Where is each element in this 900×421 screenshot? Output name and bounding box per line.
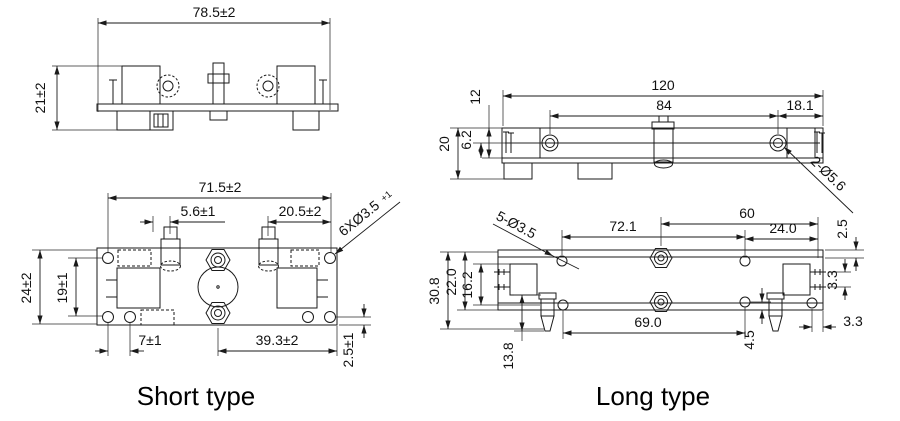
long-side-dimensions: 120 84 18.1 12 20 6.2 2-Ø5.6 bbox=[436, 77, 854, 214]
mounting-hole bbox=[324, 252, 336, 264]
connector-top-right bbox=[290, 249, 320, 267]
top-hex-nut bbox=[649, 248, 673, 268]
dim-center-to-edge: 39.3±2 bbox=[256, 332, 299, 348]
right-connector bbox=[292, 110, 320, 131]
note-short-holes-tolerance: +1 bbox=[379, 189, 394, 204]
mounting-hole bbox=[557, 299, 569, 311]
dim-left-hole-span: 72.1 bbox=[609, 218, 636, 234]
dim-hole-span: 84 bbox=[656, 97, 672, 113]
connector-bottom-left bbox=[140, 309, 175, 326]
short-side-dimensions: 78.5±2 21±2 bbox=[32, 4, 331, 131]
dim-short-bottom-height: 24±2 bbox=[18, 272, 34, 303]
left-sensor-block bbox=[509, 263, 538, 296]
dim-hole-depth: 6.2 bbox=[458, 130, 474, 150]
right-sensor-block bbox=[782, 263, 811, 296]
short-type-bottom-view bbox=[96, 226, 338, 326]
right-sensor-block bbox=[276, 65, 316, 105]
dim-hole-to-end: 18.1 bbox=[786, 97, 813, 113]
mounting-hole bbox=[739, 255, 751, 267]
mounting-hole bbox=[124, 311, 136, 323]
pcb-board bbox=[96, 247, 338, 326]
dim-short-width: 78.5±2 bbox=[193, 4, 236, 20]
bottom-nut bbox=[205, 302, 231, 324]
mounting-hole bbox=[769, 134, 787, 152]
dim-body-height: 22.0 bbox=[443, 268, 459, 295]
dim-barb-drop: 13.8 bbox=[500, 342, 516, 369]
dim-hole-pitch: 7±1 bbox=[138, 332, 161, 348]
short-bottom-dimensions: 71.5±2 5.6±1 20.5±2 6XØ3.5 +1 24±2 19±1 … bbox=[18, 179, 401, 367]
dim-hole-inset: 20.5±2 bbox=[279, 203, 322, 219]
dim-bottom-hole-span: 69.0 bbox=[634, 314, 661, 330]
connector-top-left bbox=[117, 249, 152, 267]
center-sensor-dome bbox=[197, 266, 239, 308]
left-trimmer-icon bbox=[156, 74, 180, 98]
left-connector bbox=[116, 110, 174, 131]
right-hose-barb bbox=[766, 292, 785, 300]
dim-overall-height: 20 bbox=[436, 136, 452, 152]
dim-pin-spacing: 3.3 bbox=[824, 270, 840, 290]
dim-short-bottom-width: 71.5±2 bbox=[199, 179, 242, 195]
dim-block-height: 16.2 bbox=[459, 271, 475, 298]
note-long-mount-holes: 2-Ø5.6 bbox=[808, 153, 850, 194]
mounting-hole bbox=[739, 296, 751, 308]
dim-top-edge-offset: 2.5 bbox=[834, 219, 850, 239]
mounting-hole bbox=[556, 255, 568, 267]
caption-long-type: Long type bbox=[596, 381, 710, 411]
long-type-bottom-view bbox=[494, 248, 826, 332]
mounting-hole bbox=[102, 252, 114, 264]
left-sensor-body bbox=[116, 267, 161, 309]
dim-hole-edge-offset: 4.5 bbox=[741, 330, 757, 350]
right-foot bbox=[577, 162, 613, 180]
short-type-side-view bbox=[96, 62, 339, 131]
mounting-hole bbox=[102, 311, 114, 323]
mounting-hole bbox=[302, 311, 314, 323]
manifold-body bbox=[497, 249, 824, 311]
dim-edge-margin: 2.5±1 bbox=[340, 332, 356, 367]
dim-long-overall-height: 30.8 bbox=[426, 277, 442, 304]
mounting-hole bbox=[541, 134, 559, 152]
right-trimmer-icon bbox=[256, 74, 280, 98]
dim-short-height: 21±2 bbox=[32, 82, 48, 113]
right-sensor-body bbox=[276, 267, 318, 309]
left-sensor-block bbox=[121, 65, 161, 105]
left-foot bbox=[503, 162, 533, 180]
left-hose-barb bbox=[538, 292, 557, 300]
base-plate bbox=[501, 157, 824, 164]
dim-rail-height: 12 bbox=[467, 89, 483, 105]
dim-right-span: 60 bbox=[739, 205, 755, 221]
mounting-hole bbox=[324, 311, 336, 323]
mounting-hole bbox=[806, 297, 818, 309]
dim-port-offset: 5.6±1 bbox=[181, 203, 216, 219]
pcb-bar bbox=[96, 103, 339, 112]
dim-corner-offset: 3.3 bbox=[843, 313, 863, 329]
long-bottom-dimensions: 5-Ø3.5 72.1 60 24.0 2.5 3.3 3.3 69.0 4.5 bbox=[426, 205, 864, 370]
caption-short-type: Short type bbox=[137, 381, 256, 411]
note-short-holes: 6XØ3.5 bbox=[335, 197, 382, 239]
top-nut bbox=[205, 249, 231, 271]
dim-right-inner-span: 24.0 bbox=[769, 220, 796, 236]
dim-long-length: 120 bbox=[651, 77, 675, 93]
bottom-hex-nut bbox=[649, 292, 673, 312]
long-type-side-view bbox=[501, 115, 825, 180]
center-bolt bbox=[658, 115, 669, 123]
dim-hole-row-spacing: 19±1 bbox=[54, 272, 70, 303]
